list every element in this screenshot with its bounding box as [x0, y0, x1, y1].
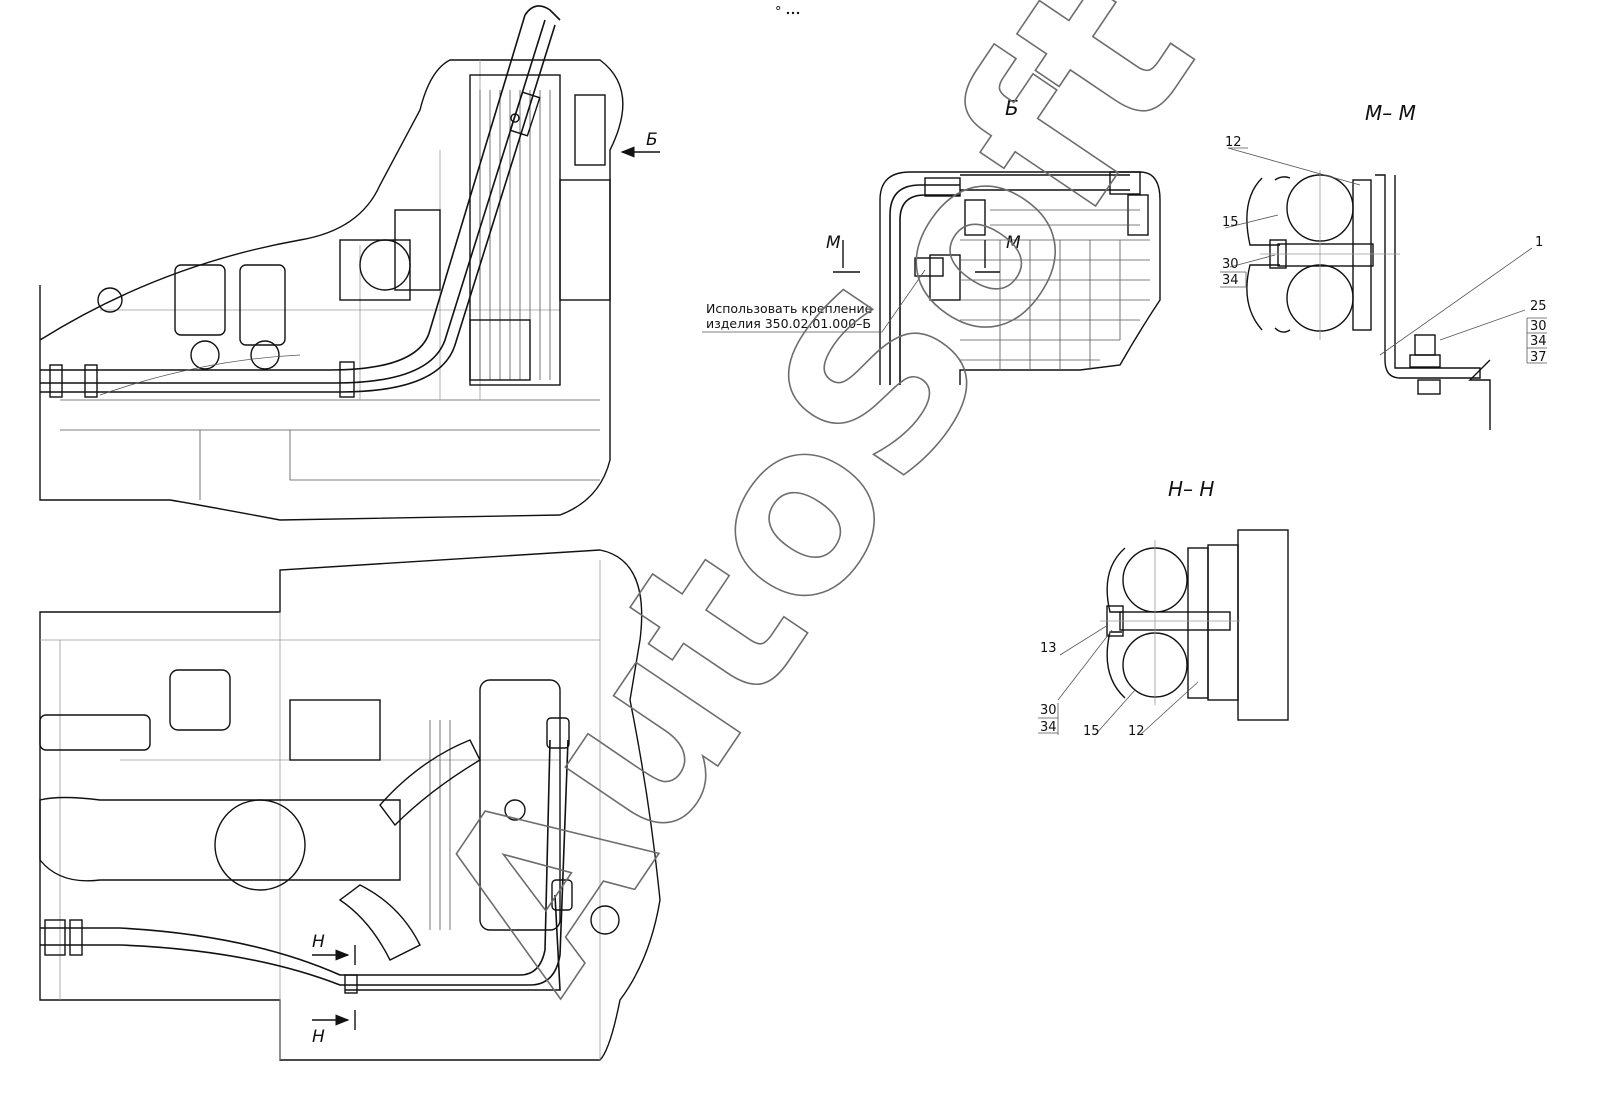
mm-label-12: 12: [1225, 135, 1242, 150]
nn-label-30: 30: [1040, 703, 1057, 718]
header-dots: [786, 11, 800, 15]
nn-label-12: 12: [1128, 724, 1145, 739]
nn-label-15: 15: [1083, 724, 1100, 739]
mm-label-25: 25: [1530, 299, 1547, 314]
mm-label-15: 15: [1222, 215, 1239, 230]
view-b-cut-mark-right: М: [1006, 233, 1021, 253]
mm-label-30: 30: [1222, 257, 1239, 272]
mm-label-34: 34: [1222, 273, 1239, 288]
view-b: Б М М Использовать крепление изделия 350…: [702, 96, 1161, 385]
nn-label-34: 34: [1040, 720, 1057, 735]
view-b-note-line1: Использовать крепление: [706, 301, 873, 316]
mm-label-34b: 34: [1530, 334, 1547, 349]
nn-label-13: 13: [1040, 641, 1057, 656]
section-nn-title: Н– Н: [1168, 477, 1214, 501]
section-n-n: Н– Н 13 30 34 15 12: [1038, 477, 1289, 739]
cut-mark-n-bottom: Н: [312, 1027, 325, 1047]
view-b-note-line2: изделия 350.02.01.000–Б: [706, 316, 871, 331]
mm-label-37: 37: [1530, 350, 1547, 365]
header-mark: °: [775, 5, 782, 20]
mm-label-1: 1: [1535, 235, 1543, 250]
section-m-m: М– М 12 15 30 34 1 25 30: [1220, 101, 1547, 430]
view-b-title: Б: [1005, 96, 1019, 120]
cut-mark-n-top: Н: [312, 932, 325, 952]
main-view-top: Б: [39, 5, 660, 521]
mm-label-30b: 30: [1530, 319, 1547, 334]
section-mm-title: М– М: [1365, 101, 1416, 125]
view-b-cut-mark-left: М: [826, 233, 841, 253]
main-view-bottom: Н Н: [39, 549, 661, 1061]
arrow-b-label: Б: [646, 130, 658, 150]
